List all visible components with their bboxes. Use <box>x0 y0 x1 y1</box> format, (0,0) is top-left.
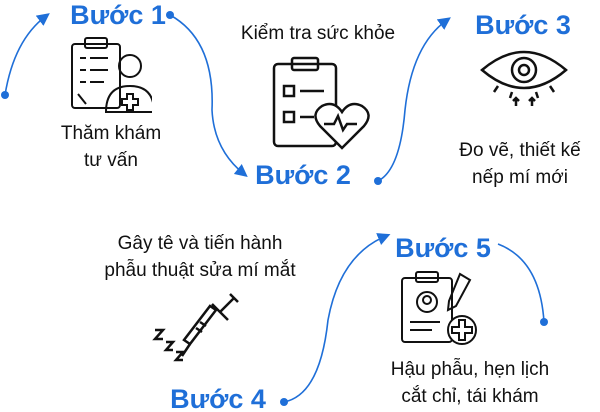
clipboard-doctor-icon <box>71 37 152 113</box>
arrow-step2-to-step3 <box>374 17 451 185</box>
step5-title: Bước 5 <box>395 233 491 263</box>
step4-line1: Gây tê và tiến hành <box>117 233 283 254</box>
step3-line1: Đo vẽ, thiết kế <box>459 140 581 161</box>
step2-description: Kiểm tra sức khỏe <box>241 20 395 47</box>
step3-title: Bước 3 <box>475 10 571 40</box>
clipboard-patient-icon <box>401 271 477 345</box>
syringe-sleep-icon <box>152 293 239 362</box>
arrow-step4-to-step5 <box>280 233 391 406</box>
clipboard-heart-icon <box>272 56 370 150</box>
step5-line1: Hậu phẫu, hẹn lịch <box>390 359 550 380</box>
step1-description: Thăm khám tư vấn <box>61 120 161 174</box>
arrow-to-step1 <box>1 13 50 99</box>
step3-line2: nếp mí mới <box>472 167 568 188</box>
step2-title: Bước 2 <box>255 160 351 190</box>
step4-description: Gây tê và tiến hành phẫu thuật sửa mí mắt <box>104 230 295 284</box>
step5-description: Hậu phẫu, hẹn lịch cắt chỉ, tái khám <box>391 356 549 410</box>
step5-line2: cắt chỉ, tái khám <box>401 386 539 407</box>
step4-title: Bước 4 <box>170 384 266 412</box>
arrow-step1-to-step2 <box>166 11 248 177</box>
step3-description: Đo vẽ, thiết kế nếp mí mới <box>459 137 580 191</box>
arrow-from-step5 <box>497 243 548 326</box>
step1-line2: tư vấn <box>84 150 138 171</box>
step1-line1: Thăm khám <box>60 123 162 144</box>
step1-title: Bước 1 <box>70 0 166 30</box>
step4-line2: phẫu thuật sửa mí mắt <box>104 260 296 281</box>
eye-icon <box>480 50 568 106</box>
step2-line1: Kiểm tra sức khỏe <box>240 23 396 44</box>
